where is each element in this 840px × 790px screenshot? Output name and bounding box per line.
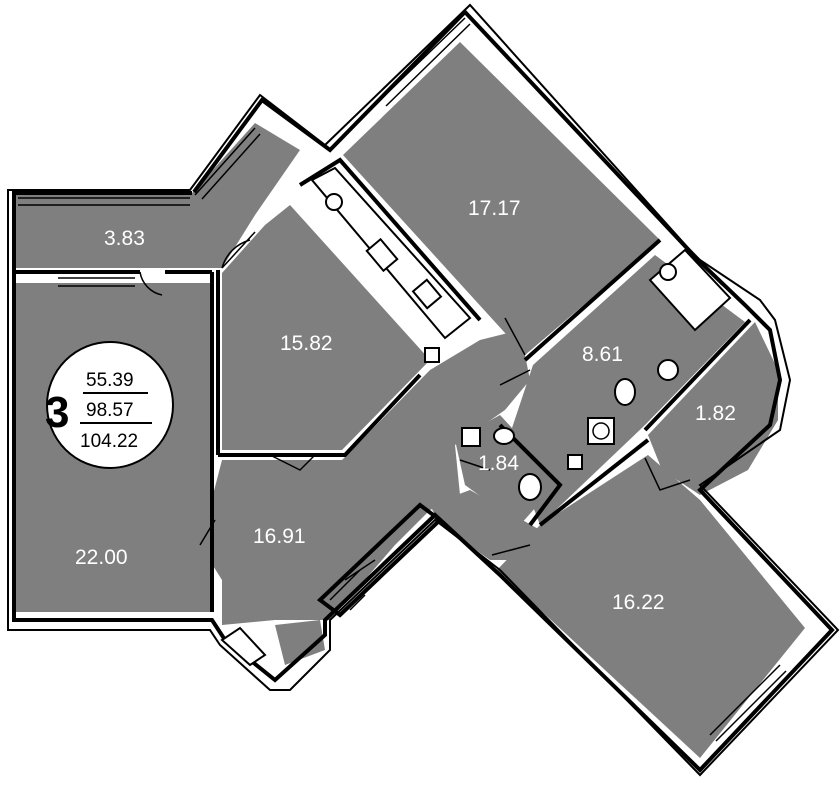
wc-cabinet-icon [461,427,481,447]
wc-fixtures [461,427,542,501]
doors [139,231,691,667]
area-labels: 3.83 22.00 15.82 17.17 8.61 1.82 1.84 16… [75,197,736,614]
interior-walls [14,157,752,618]
cabinet-icon [567,454,583,470]
area-bedroom-top: 17.17 [468,197,521,220]
sink-icon [411,278,443,310]
area-kitchen: 15.82 [280,332,333,355]
area-bedroom-bottom: 16.22 [612,591,665,614]
area-living-left: 22.00 [75,546,128,569]
badge-circle [46,341,174,469]
area-summary-badge: 3 55.39 98.57 104.22 [45,341,174,469]
total-area: 98.57 [86,400,134,421]
dishwasher-icon [424,347,440,363]
stove-burner-icon [325,193,343,211]
room-count: 3 [45,388,69,437]
room-hall [200,330,530,625]
kitchen-fixtures [310,166,472,363]
room-corridor-link [430,490,540,560]
wc-sink-icon [493,427,515,445]
sink-bath-icon [657,359,679,381]
bathroom-fixtures [567,248,732,470]
room-balcony-left [14,123,300,268]
room-bedroom-top [343,42,660,355]
washer-icon [587,417,615,445]
hall-closet [329,559,376,611]
room-entrance [275,620,325,665]
area-balcony-left: 3.83 [104,227,145,250]
stove-icon [365,237,399,273]
windows [18,17,787,742]
room-loggia-right [648,322,778,495]
room-kitchen [222,205,430,450]
area-wc: 1.84 [478,452,519,475]
living-area: 55.39 [86,370,134,391]
area-bathroom: 8.61 [582,343,623,366]
toilet-bath-icon [614,378,636,406]
wc-toilet-icon [518,473,542,501]
area-hall: 16.91 [253,525,306,548]
bath-drain-icon [659,263,677,281]
room-bedroom-bottom [497,455,805,758]
area-loggia-right: 1.82 [695,402,736,425]
total-with-balconies: 104.22 [80,431,138,452]
